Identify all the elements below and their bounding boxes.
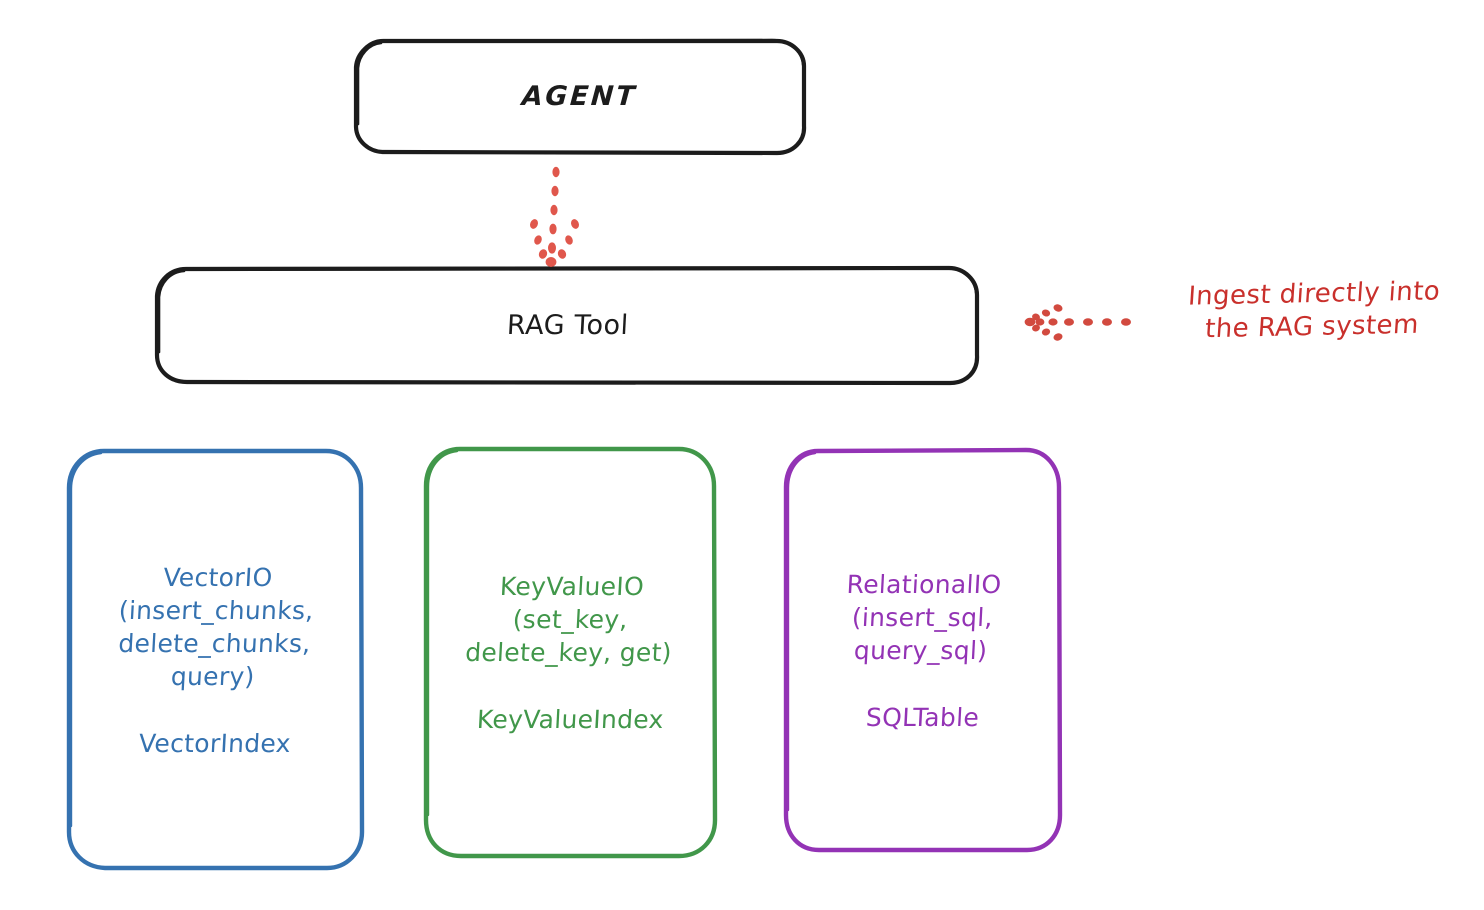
vector-index-label: VectorIndex [138, 728, 292, 758]
vector-io-label: VectorIO (insert_chunks, delete_chunks, … [117, 562, 314, 691]
agent-label: AGENT [521, 81, 639, 112]
agent-box-outline [353, 38, 807, 156]
relational-io-box-outline [783, 447, 1063, 853]
key-value-io-node[interactable]: KeyValueIO (set_key, delete_key, get) Ke… [425, 448, 715, 856]
vector-io-box-outline [66, 448, 365, 871]
rag-tool-node[interactable]: RAG Tool [157, 268, 978, 383]
agent-to-rag-tool-connector [530, 166, 579, 267]
relational-io-label: RelationalIO (insert_sql, query_sql) [846, 570, 1003, 665]
rag-tool-label: RAG Tool [505, 310, 630, 341]
agent-node[interactable]: AGENT [355, 40, 805, 153]
key-value-index-label: KeyValueIndex [475, 705, 665, 734]
key-value-io-box-outline [423, 446, 718, 859]
relational-io-node[interactable]: RelationalIO (insert_sql, query_sql) SQL… [785, 450, 1060, 850]
sql-table-label: SQLTable [865, 703, 980, 732]
key-value-io-label: KeyValueIO (set_key, delete_key, get) [464, 572, 673, 667]
rag-tool-box-outline [154, 265, 980, 386]
ingest-annotation-text: Ingest directly into the RAG system [1187, 276, 1442, 345]
vector-io-node[interactable]: VectorIO (insert_chunks, delete_chunks, … [68, 450, 362, 868]
ingest-to-rag-tool-connector [1024, 304, 1131, 341]
